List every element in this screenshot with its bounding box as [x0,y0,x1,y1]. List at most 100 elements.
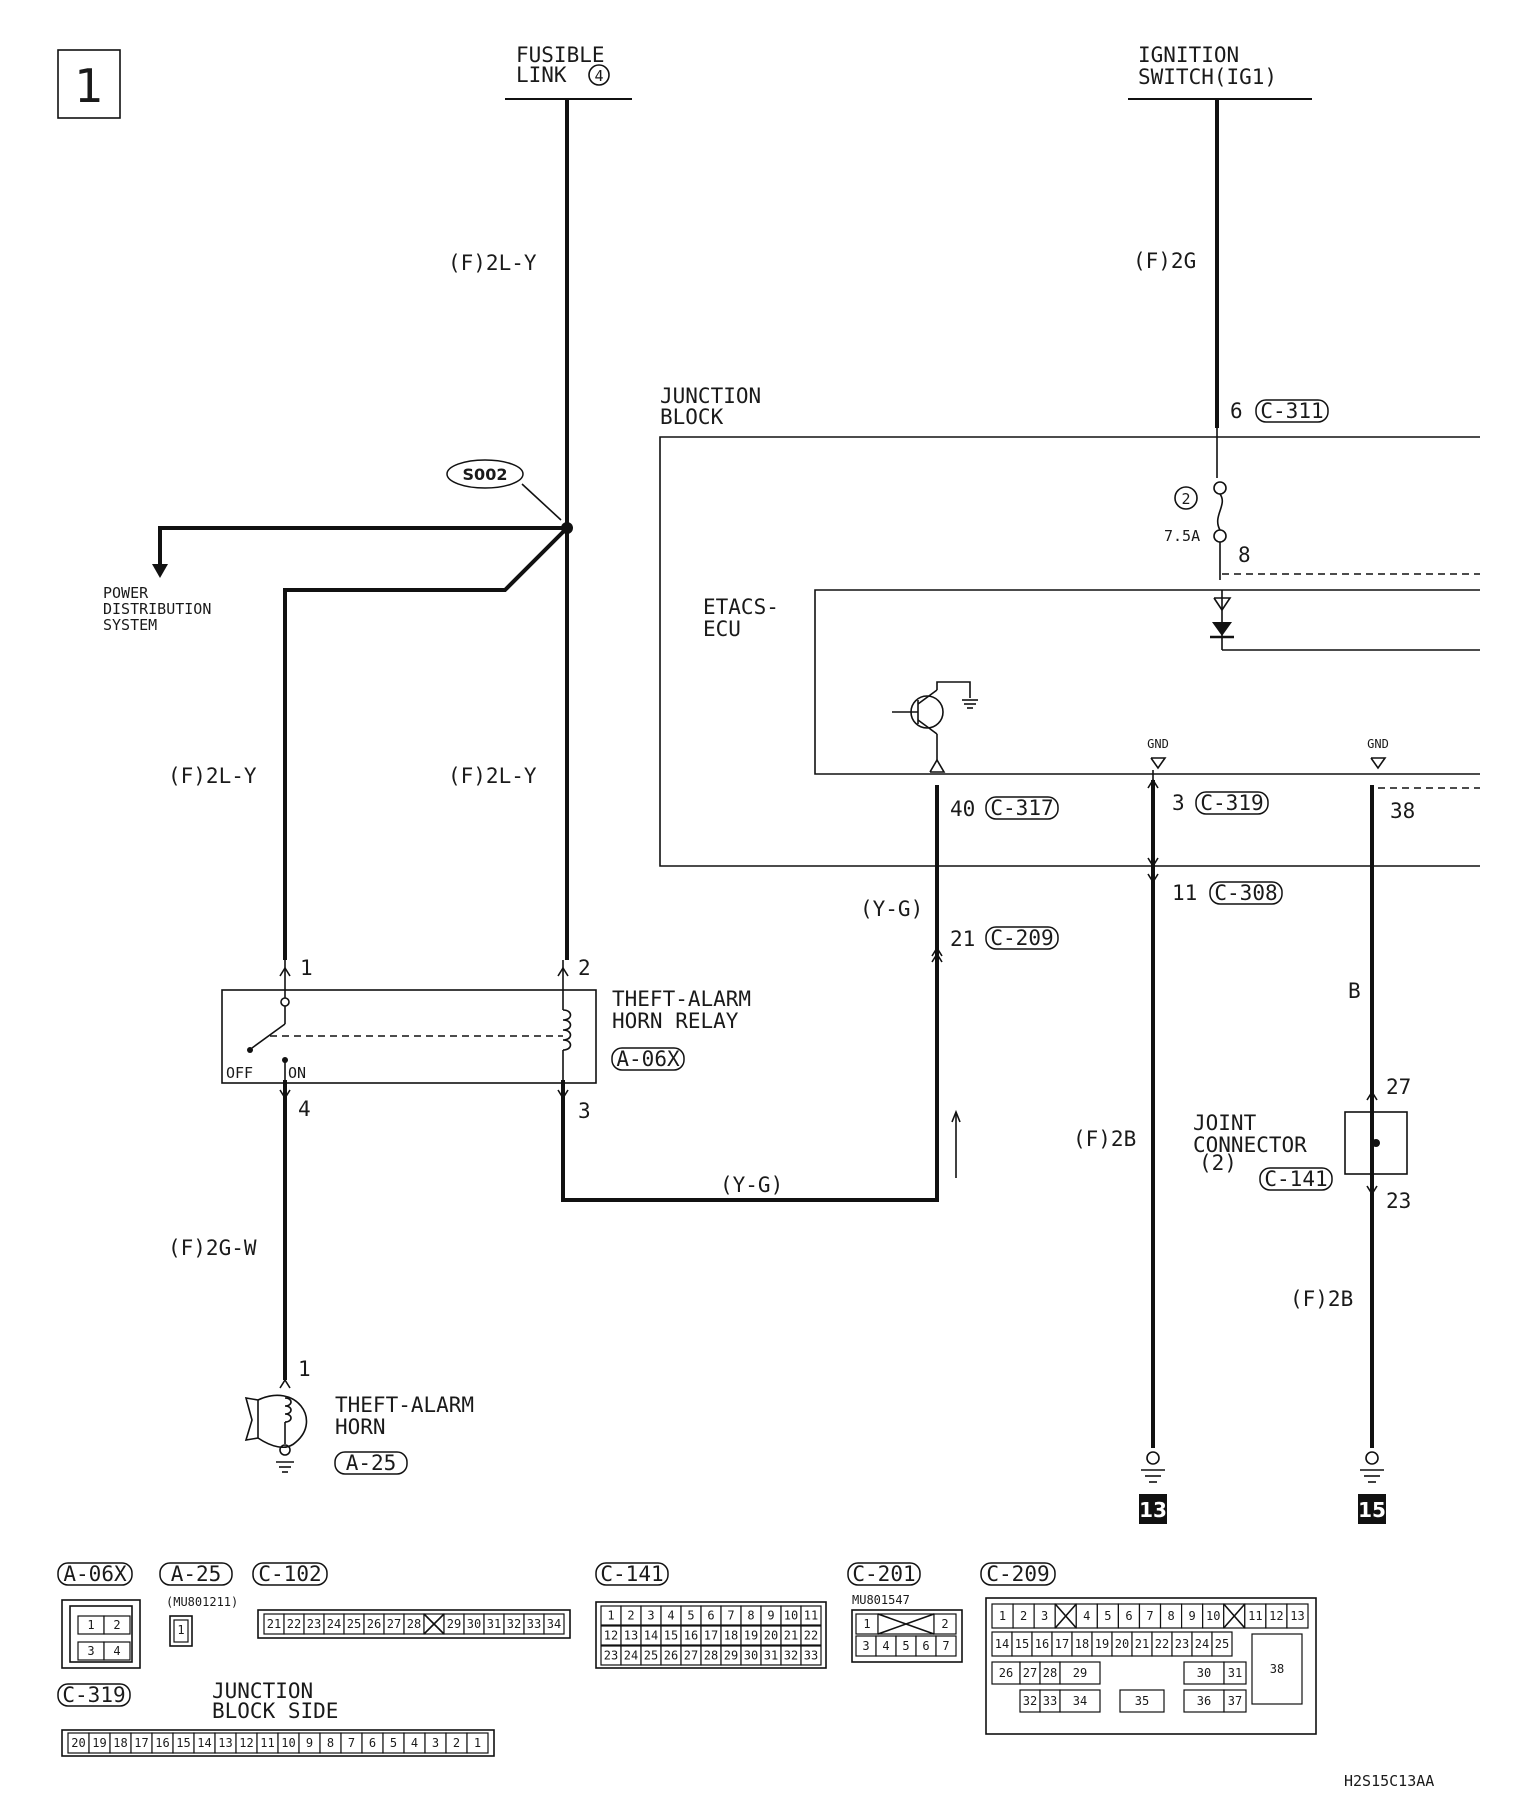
svg-text:HORN: HORN [335,1415,386,1439]
c102-pin-label: 30 [467,1617,481,1631]
c209-pin-label: 38 [1270,1662,1284,1676]
svg-text:ECU: ECU [703,617,741,641]
c319-cell [466,1732,489,1754]
svg-text:4: 4 [298,1097,311,1121]
c319-pin-label: 12 [239,1736,253,1750]
c141-pin-label: 16 [684,1629,698,1643]
svg-text:3: 3 [578,1099,591,1123]
c141-pin-label: 22 [804,1629,818,1643]
gnd-label-right: GND [1367,737,1389,751]
c319-pin-label: 7 [348,1736,355,1750]
wire-labels: (F)2L-Y (F)2G (F)2L-Y (F)2L-Y (F)2G-W (Y… [168,249,1361,1311]
wire-label-fusible: (F)2L-Y [448,251,537,275]
fuse-number: 2 [1181,490,1190,508]
c209-pin-label: 29 [1073,1666,1087,1680]
svg-text:1: 1 [177,1623,184,1637]
c209-pin-label: 8 [1167,1609,1174,1623]
c209-pin-label: 30 [1197,1666,1211,1680]
c141-pin-label: 25 [644,1649,658,1663]
connector-c319: C-319 [1200,791,1263,815]
wire-label-yg-right: (Y-G) [860,897,923,921]
svg-text:2: 2 [578,956,591,980]
c141-pin-label: 9 [767,1609,774,1623]
c209-blank-mark [1223,1603,1246,1629]
svg-text:27: 27 [1386,1075,1411,1099]
c209-cell [1286,1603,1309,1629]
c102-pin-label: 22 [287,1617,301,1631]
svg-text:POWER: POWER [103,584,149,602]
c141-pin-label: 18 [724,1629,738,1643]
c319-pin-label: 10 [281,1736,295,1750]
c102-pin-label: 31 [487,1617,501,1631]
c141-pin-label: 26 [664,1649,678,1663]
c209-pin-label: 27 [1023,1666,1037,1680]
c209-pin-label: 10 [1206,1609,1220,1623]
c209-pin-label: 20 [1115,1637,1129,1651]
c141-pin-label: 33 [804,1649,818,1663]
c141-pin-label: 8 [747,1609,754,1623]
c141-pin-label: 17 [704,1629,718,1643]
c141-pin-label: 3 [647,1609,654,1623]
svg-text:SYSTEM: SYSTEM [103,616,157,634]
c141-pin-label: 12 [604,1629,618,1643]
svg-text:JOINT: JOINT [1193,1111,1257,1135]
c209-cell [1251,1633,1303,1705]
c141-pin-label: 13 [624,1629,638,1643]
c319-pin-label: 5 [390,1736,397,1750]
relay-off-label: OFF [226,1064,253,1082]
svg-text:S002: S002 [463,465,508,484]
c209-pin-label: 4 [1083,1609,1090,1623]
svg-text:JUNCTION: JUNCTION [212,1679,313,1703]
c141-pin-label: 10 [784,1609,798,1623]
svg-text:C-102: C-102 [258,1562,321,1586]
page-number: 1 [57,49,121,119]
c209-pin-label: 18 [1075,1637,1089,1651]
c102-pin-label: 25 [347,1617,361,1631]
wire-label-left-branch: (F)2L-Y [168,764,257,788]
c141-pin-label: 32 [784,1649,798,1663]
wire-label-ignition: (F)2G [1133,249,1196,273]
c209-pin-label: 5 [1104,1609,1111,1623]
wire-label-b: B [1348,979,1361,1003]
svg-text:IGNITION: IGNITION [1138,43,1239,67]
c209-pin-label: 34 [1073,1694,1087,1708]
c141-pin-label: 14 [644,1629,658,1643]
fusible-link-number: 4 [594,67,603,85]
connector-a25: A-25 [346,1451,397,1475]
svg-text:1: 1 [298,1357,311,1381]
svg-text:23: 23 [1386,1189,1411,1213]
power-distribution-label: POWER DISTRIBUTION SYSTEM [103,584,211,634]
svg-text:C-141: C-141 [600,1562,663,1586]
svg-text:6: 6 [1230,399,1243,423]
connector-c141: C-141 [1264,1167,1327,1191]
svg-text:40: 40 [950,797,975,821]
c102-pin-label: 34 [547,1617,561,1631]
c209-pin-label: 24 [1195,1637,1209,1651]
c319-pin-label: 13 [218,1736,232,1750]
c319-pin-label: 11 [260,1736,274,1750]
c209-pin-label: 12 [1269,1609,1283,1623]
c209-cell [1211,1631,1233,1657]
c201-cell [935,1635,957,1657]
svg-text:C-319: C-319 [62,1683,125,1707]
c141-cell [800,1645,822,1666]
fuse-2: 2 7.5A [1164,428,1227,580]
c201-pin-label: 5 [902,1639,909,1653]
c319-pin-label: 18 [113,1736,127,1750]
svg-text:MU801547: MU801547 [852,1593,910,1607]
c201-pin-label: 1 [863,1617,870,1631]
svg-text:THEFT-ALARM: THEFT-ALARM [335,1393,474,1417]
c319-pin-label: 2 [453,1736,460,1750]
c209-pin-label: 31 [1228,1666,1242,1680]
c141-pin-label: 28 [704,1649,718,1663]
svg-text:BLOCK SIDE: BLOCK SIDE [212,1699,338,1723]
c141-pin-label: 31 [764,1649,778,1663]
c209-pin-label: 2 [1020,1609,1027,1623]
c141-pin-label: 5 [687,1609,694,1623]
c319-pin-label: 1 [474,1736,481,1750]
c209-pin-label: 36 [1197,1694,1211,1708]
svg-text:HORN RELAY: HORN RELAY [612,1009,739,1033]
c141-pin-label: 1 [607,1609,614,1623]
c319-pin-label: 19 [92,1736,106,1750]
